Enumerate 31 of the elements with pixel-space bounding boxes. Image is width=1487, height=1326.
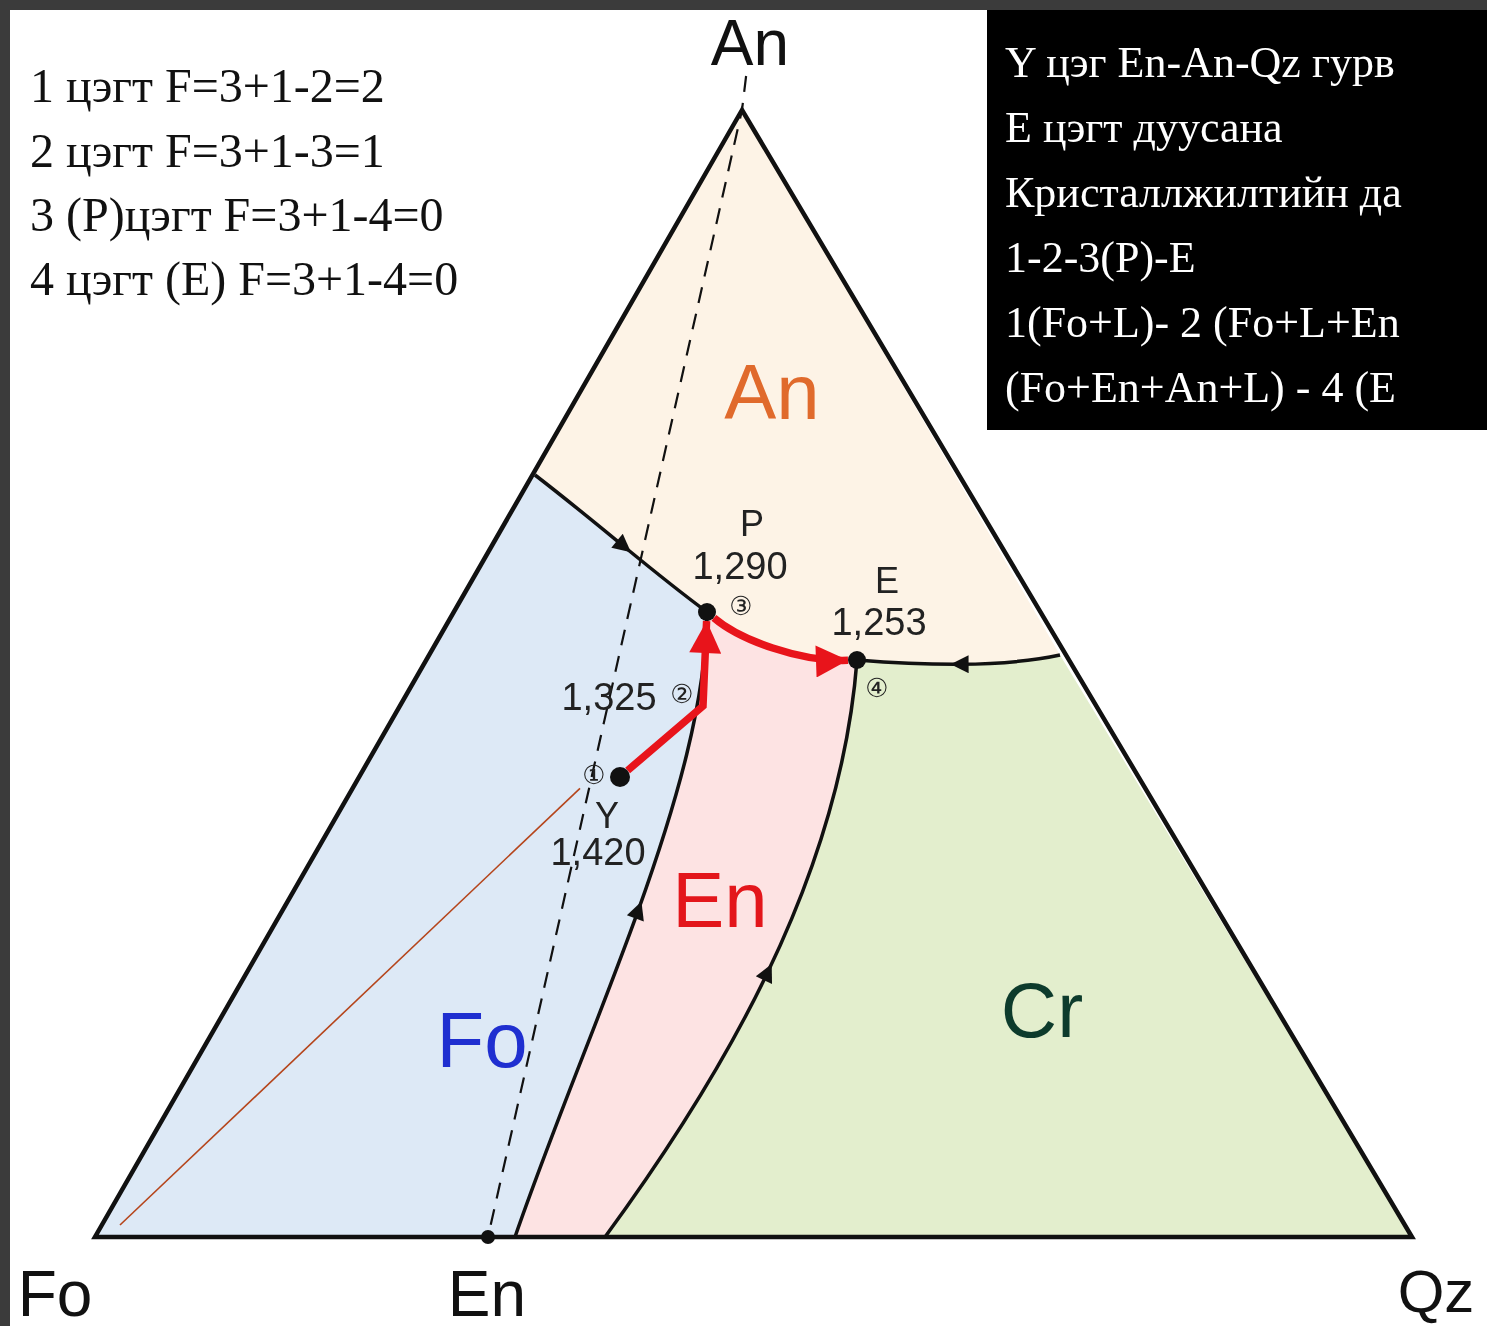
temperature-label: 1,290: [692, 547, 788, 585]
leader-line: [119, 787, 581, 1226]
vertex-label: En: [447, 1262, 527, 1326]
note-line: E цэгт дуусана: [1005, 102, 1283, 154]
note-line: 1(Fo+L)- 2 (Fo+L+En: [1005, 297, 1400, 349]
point-letter: Y: [595, 798, 619, 834]
note-panel: [987, 10, 1487, 430]
temperature-label: 1,325: [561, 678, 657, 716]
vertex-label: Fo: [17, 1262, 93, 1326]
field-label: An: [724, 353, 820, 431]
vertex-label: An: [700, 10, 800, 76]
field-label: Fo: [436, 1001, 528, 1079]
point-number: ③: [729, 593, 753, 619]
note-line: Кристаллжилтийн да: [1005, 167, 1402, 219]
equation-text: 2 цэгт F=3+1-3=1: [30, 127, 385, 175]
point-letter: P: [740, 506, 764, 542]
note-line: (Fo+En+An+L) - 4 (E: [1005, 362, 1396, 414]
field-label: Cr: [1000, 971, 1084, 1049]
point-letter: E: [875, 563, 899, 599]
vertex-label: Qz: [1397, 1262, 1475, 1322]
point-number: ④: [865, 675, 889, 701]
temperature-label: 1,420: [550, 833, 646, 871]
point-number: ①: [580, 761, 608, 789]
field-label: En: [672, 861, 768, 939]
point-number: ②: [670, 681, 694, 707]
crystallization-path-arrow: [625, 620, 722, 774]
note-line: 1-2-3(P)-E: [1005, 232, 1196, 284]
temperature-label: 1,253: [831, 603, 927, 641]
note-line: Y цэг En-An-Qz гурв: [1005, 37, 1395, 89]
crystallization-path-arrow: [711, 614, 848, 677]
equation-text: 1 цэгт F=3+1-2=2: [30, 62, 385, 110]
